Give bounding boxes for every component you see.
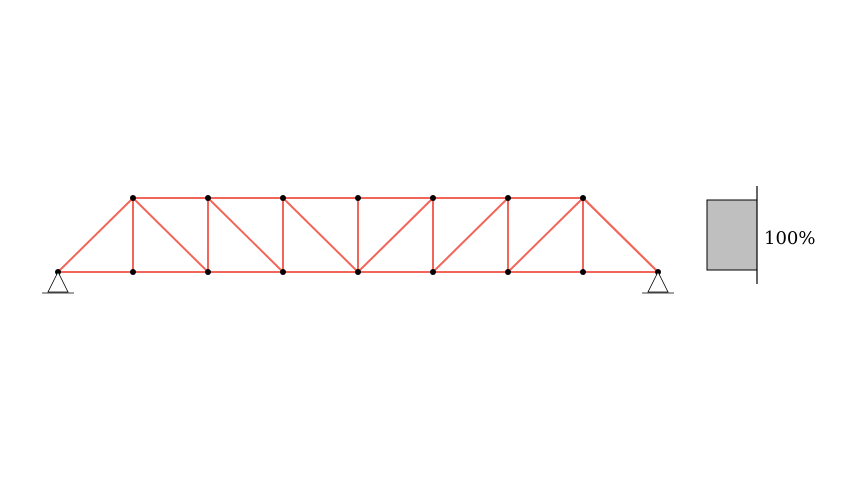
truss-member-diagonal (432, 197, 509, 273)
truss-node-bottom (505, 269, 511, 275)
truss-member-diagonal (132, 197, 209, 273)
truss-members (57, 197, 659, 273)
truss-supports (42, 271, 674, 294)
truss-node-bottom (130, 269, 136, 275)
truss-member-diagonal (207, 197, 284, 273)
truss-member-diagonal (282, 197, 359, 273)
truss-node-bottom (280, 269, 286, 275)
truss-node-top (355, 195, 361, 201)
truss-member-diagonal (357, 197, 434, 273)
truss-node-top (130, 195, 136, 201)
utilization-indicator: 100% (706, 186, 815, 284)
truss-member-end-diagonal-2 (582, 197, 659, 273)
truss-node-top (580, 195, 586, 201)
truss-member-end-diagonal (57, 197, 134, 273)
truss-member-diagonal (507, 197, 584, 273)
truss-node-bottom (430, 269, 436, 275)
right-pin-support-icon (647, 271, 669, 293)
truss-node-top (505, 195, 511, 201)
truss-node-bottom (205, 269, 211, 275)
truss-nodes (55, 195, 661, 275)
utilization-label: 100% (764, 228, 815, 249)
truss-node-top (430, 195, 436, 201)
truss-node-bottom (355, 269, 361, 275)
truss-node-top (280, 195, 286, 201)
truss-node-top (205, 195, 211, 201)
truss-node-bottom (580, 269, 586, 275)
left-pin-support-icon (47, 271, 69, 293)
utilization-bar (706, 199, 758, 271)
